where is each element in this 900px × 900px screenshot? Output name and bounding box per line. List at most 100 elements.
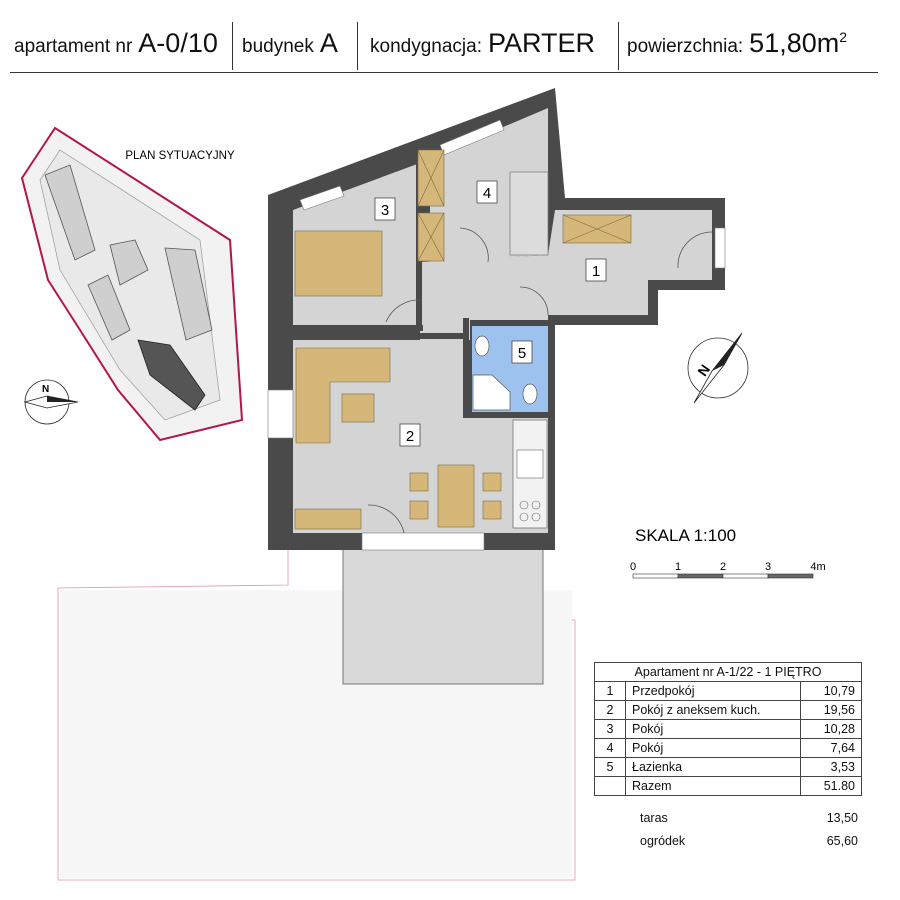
header-divider [357,22,358,70]
floor-label: kondygnacja: [370,36,482,57]
door-swing [367,504,405,534]
corner-sofa [295,347,391,444]
svg-text:3: 3 [381,202,389,219]
table-title: Apartament nr A-1/22 - 1 PIĘTRO [594,662,862,682]
apartment-number: apartament nr A-0/10 [14,28,218,68]
terrace [342,546,544,685]
interior-wall [293,325,423,331]
room-area: 7,64 [800,738,862,758]
stove-burner [531,512,541,522]
stove-burner [519,512,529,522]
interior-wall [463,318,469,418]
site-compass-n: N [42,384,49,395]
chair [482,500,502,520]
room-no: 2 [594,700,626,720]
area-label: powierzchnia: [627,36,744,57]
interior-wall [293,333,465,339]
room-name: Pokój z aneksem kuch. [625,700,801,720]
room-no: 1 [594,681,626,701]
site-plan: PLAN SYTUACYJNY N [20,126,244,442]
apartment-number-label: apartament nr [14,36,133,57]
scale-segment [767,573,814,579]
site-plan-title: PLAN SYTUACYJNY [125,150,235,162]
floor-level: kondygnacja: PARTER [370,28,595,68]
room-number-2: 2 [399,423,421,447]
header-divider [232,22,233,70]
room-no: 3 [594,719,626,739]
desk [509,171,549,256]
header-divider [618,22,619,70]
svg-text:4: 4 [483,185,491,202]
kitchen-sink [516,449,544,479]
room-name: Pokój [625,738,801,758]
wardrobe-cross [417,149,445,207]
site-building [109,239,149,286]
room-1-floor [420,210,712,340]
svg-text:5: 5 [518,345,526,362]
hall-wardrobe-cross [562,214,632,244]
floor-plan: 3 4 1 5 2 [267,88,726,551]
site-compass: N [23,379,79,425]
scale-segment [677,573,724,579]
entrance-door [714,227,726,269]
room-number-1: 1 [585,258,607,282]
scale-tick: 2 [720,561,726,573]
toilet [522,383,538,405]
window [299,185,345,211]
room-no: 5 [594,757,626,777]
chair [482,472,502,492]
room-area: 10,28 [800,719,862,739]
room-number-4: 4 [476,180,498,204]
door-swing [519,286,549,316]
window-terrace-door [361,532,485,551]
site-building [87,274,131,341]
chair [409,500,429,520]
svg-text:2: 2 [406,428,414,445]
garden-label: ogródek [640,834,686,848]
site-building-highlighted [137,339,206,411]
scale-segment [632,573,679,579]
room-no: 4 [594,738,626,758]
door-swing [459,227,489,263]
room-area: 3,53 [800,757,862,777]
building-value: A [319,28,338,58]
building-label: budynek [242,36,314,57]
floor-compass: N [687,332,749,404]
room-name: Przedpokój [625,681,801,701]
garden-value: 65,60 [826,834,858,848]
door-swing [677,231,713,269]
room-area: 19,56 [800,700,862,720]
stove-burner [531,500,541,510]
terrace-label: taras [640,811,668,825]
room-number-5: 5 [511,340,533,364]
shower [472,374,511,411]
table-title-row: Apartament nr A-1/22 - 1 PIĘTRO [594,662,862,682]
stove-burner [519,500,529,510]
wardrobe-cross [417,212,445,262]
apartment-header: apartament nr A-0/10 budynek A kondygnac… [10,22,878,73]
room-number-3: 3 [374,197,396,221]
washbasin [474,335,490,357]
chair [409,472,429,492]
scale-tick: 3 [765,561,771,573]
apartment-number-value: A-0/10 [138,28,218,58]
door-swing [385,299,423,323]
window [267,389,294,439]
floor-value: PARTER [487,28,595,58]
total-value: 51.80 [800,776,862,796]
dining-table [437,464,475,528]
site-building [44,164,96,261]
scale-tick: 0 [630,561,636,573]
scale-tick: 4m [810,561,825,573]
bed [294,230,383,297]
total-area: powierzchnia: 51,80m2 [627,28,847,68]
area-value: 51,80m2 [749,28,848,58]
building: budynek A [242,28,338,68]
scale-bar: SKALA 1:100 0 1 2 3 4m [630,526,826,579]
